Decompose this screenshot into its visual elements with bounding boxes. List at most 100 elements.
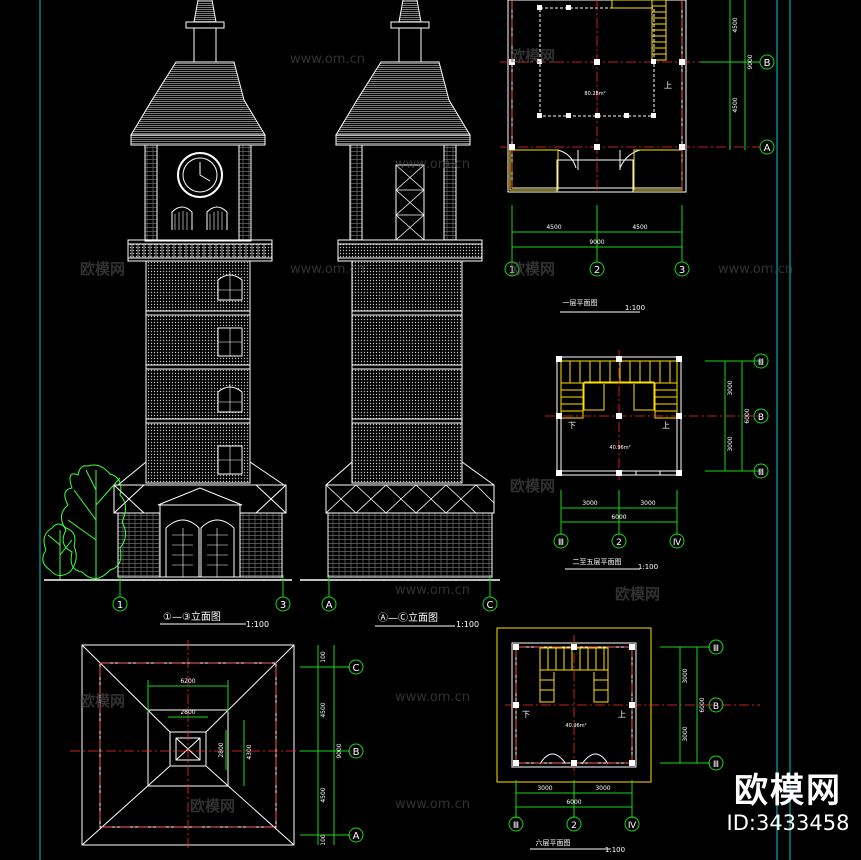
plan1-axis-a: A	[764, 143, 771, 154]
side-elevation-scale: 1:100	[456, 620, 479, 629]
roof-plan: 6200 2800 2800 4300 100 4500 9000 4500 1…	[70, 640, 364, 850]
side-axis-a: A	[326, 600, 333, 611]
plan2-axis-top: Ⅲ	[758, 358, 764, 368]
plan6-axis-top: Ⅲ	[713, 644, 719, 654]
roof-axis-c: C	[353, 663, 360, 674]
plan1-dim-y-total: 9000	[747, 54, 754, 69]
plan2-stair-down: 下	[568, 421, 576, 430]
plan6-dim-y-bottom: 3000	[682, 726, 689, 741]
watermark-logo-text: 欧模网	[615, 585, 661, 603]
front-elevation	[42, 0, 292, 581]
watermark-url: www.om.cn	[290, 52, 365, 67]
plan6-dim-total: 6000	[566, 799, 581, 806]
watermark-url: www.om.cn	[395, 690, 470, 705]
plan6-stair-up: 上	[618, 710, 626, 719]
plan-level-2-5: 3000 3000 6000 3000 6000 3000 40.96m² 下 …	[545, 350, 769, 571]
plan2-stair-up: 上	[662, 421, 670, 430]
roof-dim-core: 2800	[218, 742, 225, 757]
side-axis-c: C	[487, 600, 494, 611]
plan1-dim-total: 9000	[589, 239, 604, 246]
plan1-axis-b: B	[764, 58, 771, 69]
watermark-url: www.om.cn	[290, 262, 365, 277]
plan2-scale: 1:100	[638, 563, 658, 571]
roof-axis-b: B	[353, 747, 360, 758]
watermark-url: www.om.cn	[718, 262, 793, 277]
plan2-axis-2: 2	[616, 538, 622, 548]
plan6-axis-2: 2	[571, 821, 577, 831]
watermark-logo-text: 欧模网	[510, 47, 556, 65]
plan2-dim-right: 3000	[640, 500, 655, 507]
plan1-dim-left: 4500	[546, 224, 561, 231]
roof-dim-y-bottom-edge: 100	[320, 834, 327, 846]
plan1-dim-y-bottom: 4500	[732, 97, 739, 112]
watermark-url: www.om.cn	[395, 157, 470, 172]
plan6-title: 六层平面图	[536, 838, 571, 847]
plan2-room-area: 40.96m²	[609, 445, 630, 451]
roof-axis-a: A	[353, 831, 360, 842]
plan2-dim-total: 6000	[611, 514, 626, 521]
front-axis-3: 3	[280, 600, 286, 611]
plan6-dim-y-top: 3000	[682, 668, 689, 683]
plan1-dim-right: 4500	[632, 224, 647, 231]
plan-level-1: 4500 4500 9000 80.28m² 上 4500 9000 4500 …	[500, 0, 775, 313]
plan1-scale: 1:100	[625, 304, 645, 312]
plan2-dim-left: 3000	[582, 500, 597, 507]
front-elevation-scale: 1:100	[246, 620, 269, 629]
roof-dim-y-top-edge: 100	[320, 651, 327, 663]
roof-dim-span: 4300	[246, 744, 253, 759]
plan2-dim-y-bottom: 3000	[727, 436, 734, 451]
front-clock-section	[144, 144, 252, 242]
plan6-axis-b: B	[713, 702, 719, 712]
roof-dim-y-total: 9000	[336, 743, 343, 758]
brand-badge: 欧模网 ID:3433458	[718, 772, 858, 836]
roof-dim-y-bottom: 4500	[320, 787, 327, 802]
plan2-axis-left: Ⅲ	[558, 538, 564, 548]
plan6-axis-right: Ⅳ	[628, 821, 637, 831]
plan6-dim-left: 3000	[537, 785, 552, 792]
plan1-title: 一层平面图	[563, 299, 598, 307]
watermark-url: www.om.cn	[395, 797, 470, 812]
front-axis-1: 1	[117, 600, 123, 611]
plan2-axis-b: B	[758, 413, 764, 423]
front-spire	[130, 0, 266, 146]
drawing-frame	[39, 0, 791, 860]
plan2-axis-right: Ⅳ	[673, 538, 682, 548]
plan6-dim-y-total: 6000	[699, 697, 706, 712]
plan-level-6: 3000 3000 6000 3000 6000 3000 40.96m² 下 …	[496, 627, 760, 854]
watermark-logo-text: 欧模网	[190, 797, 236, 815]
plan1-room-area: 80.28m²	[584, 91, 605, 97]
plan6-stair-down: 下	[522, 710, 530, 719]
elevation-axes	[112, 575, 498, 627]
front-elevation-title: ①—③立面图	[163, 610, 221, 623]
plan1-axis-2: 2	[594, 265, 600, 276]
plan6-axis-bottom: Ⅲ	[713, 760, 719, 770]
plan1-axis-3: 3	[679, 265, 685, 276]
roof-dim-top: 6200	[180, 678, 195, 685]
watermark-logo-text: 欧模网	[80, 260, 126, 278]
brand-logo-text: 欧模网	[734, 771, 842, 811]
roof-dim-y-top: 4500	[320, 702, 327, 717]
plan6-scale: 1:100	[605, 846, 625, 854]
front-balcony	[127, 239, 273, 262]
tree-symbol	[42, 464, 126, 580]
plan6-dim-right: 3000	[595, 785, 610, 792]
side-elevation-title: Ⓐ—Ⓒ立面图	[378, 611, 438, 624]
side-elevation	[300, 0, 500, 581]
plan1-dim-y-top: 4500	[732, 17, 739, 32]
plan2-dim-y-top: 3000	[727, 380, 734, 395]
plan6-room-area: 40.96m²	[565, 723, 586, 729]
watermark-url: www.om.cn	[395, 583, 470, 598]
front-shaft-windows	[217, 272, 243, 475]
watermark-logo-text: 欧模网	[510, 260, 556, 278]
roof-dim-inner: 2800	[180, 709, 195, 716]
plan2-title: 二至五层平面图	[573, 558, 622, 566]
watermark-logo-text: 欧模网	[510, 477, 556, 495]
plan1-stair-up: 上	[664, 81, 672, 90]
watermark-logo-text: 欧模网	[80, 692, 126, 710]
plan1-axis-1: 1	[509, 265, 515, 276]
model-id: ID:3433458	[726, 811, 850, 835]
plan2-dim-y-total: 6000	[744, 408, 751, 423]
plan6-axis-left: Ⅲ	[513, 821, 519, 831]
plan2-axis-bottom: Ⅲ	[758, 468, 764, 478]
